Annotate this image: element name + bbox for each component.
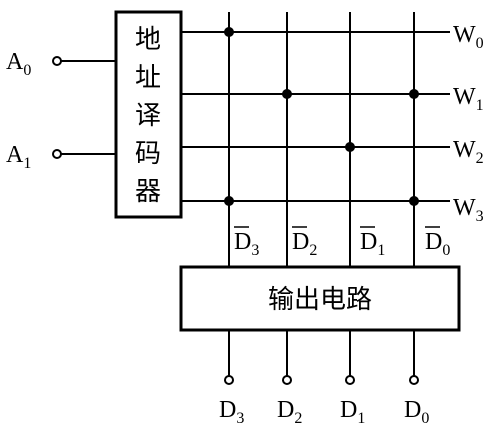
output-label: D0 [404,397,429,427]
address-decoder-box [114,10,183,219]
word-line-label: W0 [453,22,484,52]
decoder-char: 器 [135,177,161,207]
output-wires [224,330,419,385]
storage-cells [224,27,419,206]
bit-lines [228,12,415,267]
svg-text:D2: D2 [292,229,317,259]
storage-cell-dot [409,196,419,206]
storage-cell-dot [224,27,234,37]
storage-cell-dot [224,196,234,206]
address-input-label: A1 [6,142,31,172]
output-circuit-box [179,265,461,332]
address-input-label: A0 [6,49,31,79]
storage-cell-dot [345,142,355,152]
output-circuit-label: 输出电路 [268,285,372,315]
input-terminal-icon [52,56,62,66]
input-terminal-icon [52,149,62,159]
output-terminal-icon [345,375,355,385]
svg-text:D1: D1 [360,229,385,259]
bit-line-label: D1 [360,226,385,259]
word-line-labels: W0 W1 W2 W3 [453,22,484,225]
bit-line-label: D3 [234,226,259,259]
output-label: D1 [340,397,365,427]
decoder-char: 址 [135,63,161,93]
word-lines [181,31,450,202]
output-labels: D3 D2 D1 D0 [219,397,429,427]
decoder-char: 译 [135,101,161,131]
storage-cell-dot [282,89,292,99]
bit-line-label: D2 [292,226,317,259]
storage-cell-dot [409,89,419,99]
svg-text:D3: D3 [234,229,259,259]
word-line-label: W1 [453,84,484,114]
decoder-char: 码 [135,139,161,169]
decoder-char: 地 [135,25,161,55]
output-terminal-icon [282,375,292,385]
output-terminal-icon [409,375,419,385]
word-line-label: W2 [453,137,484,167]
address-input-a0: A0 [6,49,116,79]
bit-line-label: D0 [425,226,450,259]
svg-text:D0: D0 [425,229,450,259]
output-label: D2 [277,397,302,427]
output-terminal-icon [224,375,234,385]
address-decoder-label: 地 址 译 码 器 [135,25,161,207]
word-line-label: W3 [453,195,484,225]
output-label: D3 [219,397,244,427]
address-input-a1: A1 [6,142,116,172]
bit-line-labels: D3 D2 D1 D0 [234,226,450,259]
